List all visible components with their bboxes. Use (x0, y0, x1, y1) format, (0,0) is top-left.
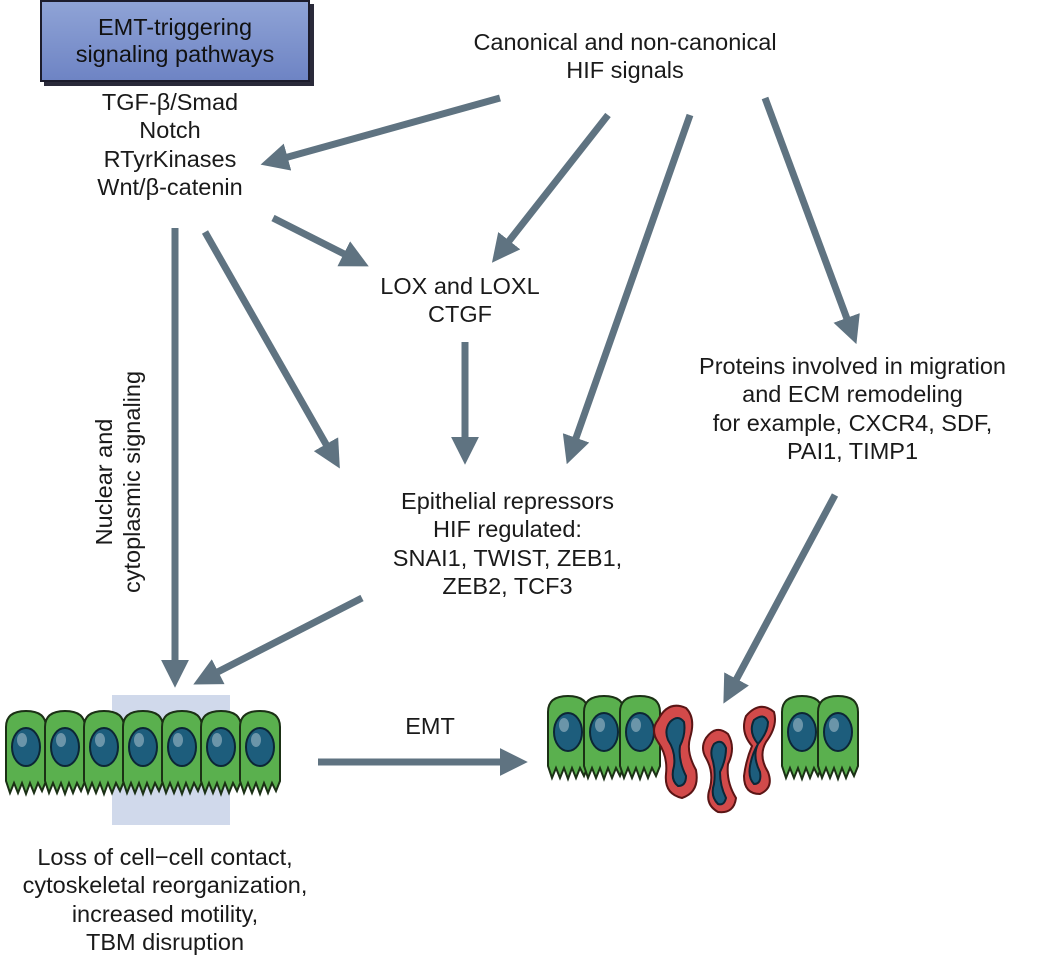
loss-line-4: TBM disruption (85, 929, 245, 956)
pathway-rtyrkinases: RTyrKinases (103, 145, 237, 172)
nuclear-line-2: cytoplasmic signaling (119, 370, 145, 594)
hif-line-1: Canonical and non-canonical (473, 29, 777, 55)
epithelial-cell (122, 709, 164, 797)
arrow-proteins-to-emt-cells (723, 493, 839, 704)
repressors-line-2: HIF regulated: (433, 516, 582, 543)
mesenchymal-cell (653, 704, 698, 800)
proteins-label: Proteins involved in migration and ECM r… (655, 352, 1050, 466)
repressors-line-4: ZEB2, TCF3 (442, 573, 573, 600)
lox-label: LOX and LOXL CTGF (345, 272, 575, 329)
epithelial-cell (619, 694, 661, 782)
repressors-line-3: SNAI1, TWIST, ZEB1, (392, 544, 623, 571)
epithelial-cell (161, 709, 203, 797)
hif-line-2: HIF signals (566, 57, 684, 84)
pathway-wnt: Wnt/β-catenin (97, 174, 243, 201)
emt-box-line-1: EMT-triggering (97, 13, 253, 40)
pathway-tgf: TGF-β/Smad (101, 89, 239, 115)
arrow-pathways-to-repressors (201, 230, 340, 469)
arrow-pathways-to-lox (271, 214, 369, 267)
loss-line-3: increased motility, (71, 900, 259, 927)
epithelial-cell (200, 709, 242, 797)
epithelial-cell (781, 694, 823, 782)
arrow-hif-to-proteins (761, 96, 860, 345)
proteins-line-1: Proteins involved in migration (699, 353, 1006, 379)
epithelial-cell (239, 709, 281, 797)
loss-label: Loss of cell−cell contact, cytoskeletal … (0, 843, 330, 957)
nuclear-signaling-label: Nuclear and cytoplasmic signaling (90, 371, 146, 593)
emt-label: EMT (405, 713, 455, 739)
mesenchymal-cell (702, 728, 738, 814)
arrow-repressors-to-cells (193, 594, 364, 685)
epithelial-cell (817, 694, 859, 782)
epithelial-cell (547, 694, 589, 782)
lox-line-1: LOX and LOXL (380, 273, 540, 299)
arrow-hif-to-pathways (260, 94, 501, 171)
emt-box-line-2: signaling pathways (75, 41, 275, 67)
epithelial-cell (44, 709, 86, 797)
epithelial-cell-layer (5, 709, 281, 797)
proteins-line-4: PAI1, TIMP1 (786, 438, 919, 465)
lox-line-2: CTGF (428, 301, 492, 328)
proteins-line-2: and ECM remodeling (742, 381, 963, 408)
arrow-hif-to-repressors (562, 113, 694, 465)
repressors-line-1: Epithelial repressors (401, 488, 614, 514)
emt-cell-layer (547, 694, 859, 814)
proteins-line-3: for example, CXCR4, SDF, (712, 409, 993, 436)
arrow-hif-to-lox (491, 112, 611, 263)
nuclear-line-1: Nuclear and (90, 418, 117, 546)
repressors-label: Epithelial repressors HIF regulated: SNA… (355, 487, 660, 601)
mesenchymal-cell (742, 705, 776, 796)
epithelial-cell (83, 709, 125, 797)
pathways-list: TGF-β/Smad Notch RTyrKinases Wnt/β-caten… (40, 88, 300, 202)
epithelial-cell (583, 694, 625, 782)
loss-line-1: Loss of cell−cell contact, (37, 844, 293, 870)
pathway-notch: Notch (139, 117, 201, 144)
emt-pathways-box: EMT-triggering signaling pathways (40, 0, 310, 82)
hif-signals-label: Canonical and non-canonical HIF signals (445, 28, 805, 85)
loss-line-2: cytoskeletal reorganization, (22, 872, 308, 899)
epithelial-cell (5, 709, 47, 797)
